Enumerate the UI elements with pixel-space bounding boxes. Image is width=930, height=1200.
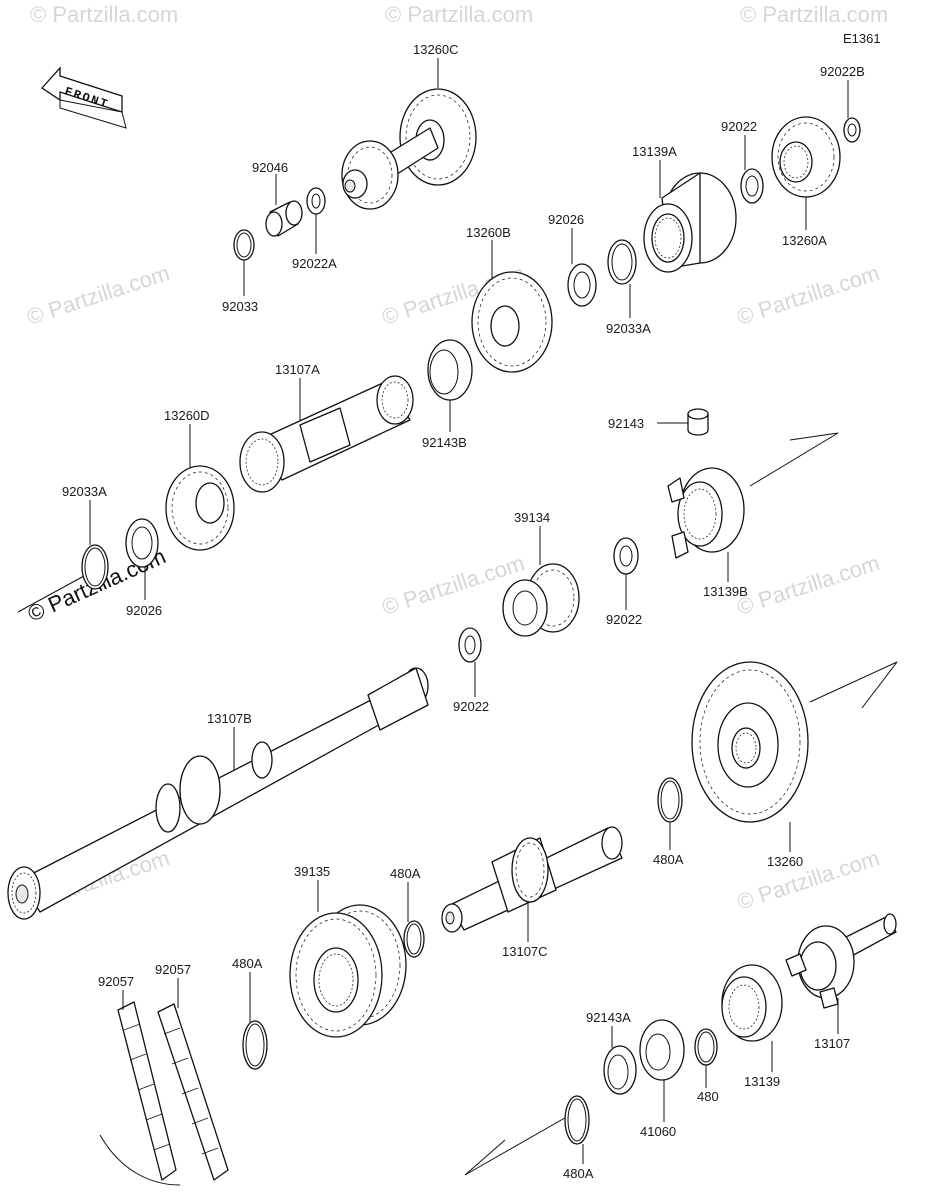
circlip-480A-right [657, 777, 683, 823]
hub-13139 [721, 964, 783, 1042]
part-label-92033A-left: 92033A [62, 484, 107, 499]
part-label-92026-left: 92026 [126, 603, 162, 618]
bearing-92046 [265, 200, 303, 237]
leader-lines [89, 58, 849, 1164]
bush-92143 [687, 408, 709, 436]
part-label-92022-mid: 92022 [606, 612, 642, 627]
shaft-13107C [441, 826, 623, 933]
part-label-13260: 13260 [767, 854, 803, 869]
circlip-92033 [233, 229, 255, 261]
part-label-92143: 92143 [608, 416, 644, 431]
circlip-92033A-left [81, 544, 109, 590]
part-label-480A-right: 480A [653, 852, 684, 867]
part-label-13139: 13139 [744, 1074, 780, 1089]
washer-92026-left [125, 518, 159, 568]
part-label-13260B: 13260B [466, 225, 511, 240]
part-label-92057-a: 92057 [98, 974, 134, 989]
watermark-text: © Partzilla.com [734, 845, 883, 915]
part-label-92022-top: 92022 [721, 119, 757, 134]
part-label-92022B: 92022B [820, 64, 865, 79]
part-label-13260D: 13260D [164, 408, 210, 423]
washer-92022-low [458, 627, 482, 663]
shaft-13107 [785, 913, 897, 1009]
collar-92143A [603, 1045, 637, 1095]
watermark-text: © Partzilla.com [734, 550, 883, 620]
part-label-39135: 39135 [294, 864, 330, 879]
hub-13139B [667, 467, 745, 559]
watermark-text: © Partzilla.com [734, 260, 883, 330]
part-label-92046: 92046 [252, 160, 288, 175]
gear-13260C [341, 88, 477, 210]
part-label-13139B: 13139B [703, 584, 748, 599]
gear-13260A [771, 116, 841, 198]
part-label-92033: 92033 [222, 299, 258, 314]
part-label-92022A: 92022A [292, 256, 337, 271]
chain-92057-a [99, 1001, 181, 1186]
gear-13260 [691, 661, 809, 823]
hub-13139A [643, 172, 737, 273]
part-label-92022-low: 92022 [453, 699, 489, 714]
part-label-41060: 41060 [640, 1124, 676, 1139]
watermark-text: © Partzilla.com [385, 2, 533, 27]
part-label-92033A-top: 92033A [606, 321, 651, 336]
watermark-text: © Partzilla.com [740, 2, 888, 27]
part-label-39134: 39134 [514, 510, 550, 525]
washer-92022B [843, 117, 861, 143]
part-labels: 13260C 92046 92022A 92033 13139A 92022 9… [62, 42, 865, 1181]
circlip-480A-mid [403, 920, 425, 958]
part-label-480A-bottom: 480A [563, 1166, 594, 1181]
washer-92026-top [567, 263, 597, 307]
front-arrow-icon: FRONT [41, 66, 127, 129]
washer-92022-top [740, 168, 764, 204]
part-label-13139A: 13139A [632, 144, 677, 159]
circlip-480 [694, 1028, 718, 1066]
axis-lines [17, 432, 898, 1176]
part-41060 [639, 1019, 685, 1081]
part-label-13107: 13107 [814, 1036, 850, 1051]
diagram-code: E1361 [843, 31, 881, 46]
part-label-92143A: 92143A [586, 1010, 631, 1025]
gear-13260D [165, 465, 235, 551]
part-label-92143B: 92143B [422, 435, 467, 450]
chain-92057-b [157, 1003, 229, 1181]
gear-39135 [289, 904, 407, 1038]
circlip-480A-bottom [564, 1095, 590, 1145]
part-label-13107B: 13107B [207, 711, 252, 726]
gear-13260B [471, 271, 553, 373]
shaft-13107A [239, 375, 414, 493]
part-label-92026-top: 92026 [548, 212, 584, 227]
part-label-480: 480 [697, 1089, 719, 1104]
circlip-480A-left [242, 1020, 268, 1070]
shaft-13107B [7, 667, 429, 920]
watermark-text: © Partzilla.com [24, 260, 173, 330]
washer-92022-mid [613, 537, 639, 575]
part-label-13260C: 13260C [413, 42, 459, 57]
part-label-480A-left: 480A [232, 956, 263, 971]
part-label-13107C: 13107C [502, 944, 548, 959]
part-label-92057-b: 92057 [155, 962, 191, 977]
collar-92143B [427, 339, 473, 401]
part-label-13260A: 13260A [782, 233, 827, 248]
watermark-text: © Partzilla.com [30, 2, 178, 27]
washer-92022A [306, 187, 326, 215]
circlip-92033A-top [607, 239, 637, 285]
part-label-13107A: 13107A [275, 362, 320, 377]
part-label-480A-mid: 480A [390, 866, 421, 881]
gear-39134 [502, 563, 580, 637]
